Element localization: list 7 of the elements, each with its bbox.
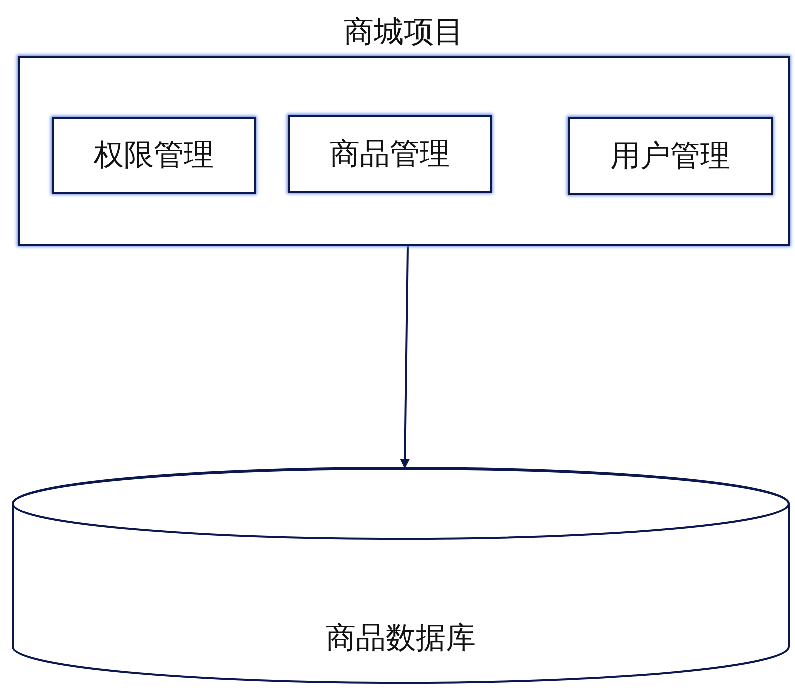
database-cylinder [12,468,790,683]
frame-title: 商城项目 [343,14,465,52]
database-label: 商品数据库 [325,620,477,658]
module-box: 用户管理 [568,117,773,195]
module-box: 权限管理 [52,117,256,194]
module-box: 商品管理 [288,115,492,193]
arrow [400,246,410,469]
